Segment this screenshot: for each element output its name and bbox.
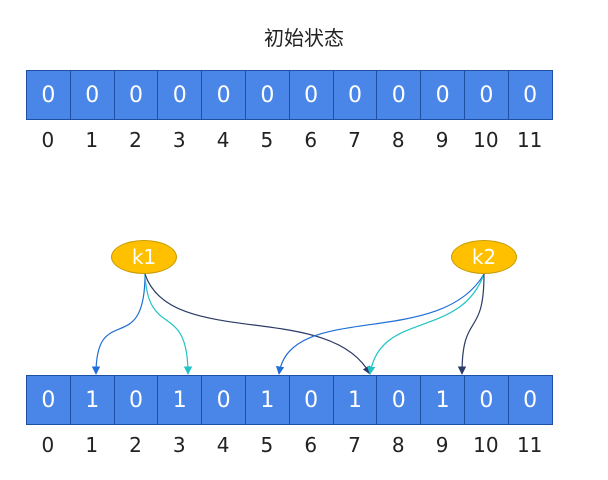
final-index-label: 4 (216, 433, 230, 457)
initial-index-label: 7 (348, 128, 361, 152)
final-bit-cell: 1 (420, 375, 465, 425)
k1-arrow-to-7 (144, 273, 371, 375)
final-bit-cell: 0 (507, 375, 553, 425)
initial-index-label: 4 (216, 128, 230, 152)
final-index-label: 11 (516, 433, 543, 457)
final-bit-cell: 0 (376, 375, 422, 425)
initial-bit-cell: 0 (420, 70, 465, 120)
final-bit-cell: 1 (244, 375, 290, 425)
k2-arrow-to-9 (457, 273, 485, 375)
initial-index-label: 1 (85, 128, 99, 152)
final-index-label: 10 (473, 433, 499, 457)
initial-index-row: 0 1 2 3 4 5 6 7 8 9 10 11 (26, 128, 552, 152)
hash-key-k1: k1 (111, 240, 177, 274)
final-index-label: 1 (85, 433, 99, 457)
hash-key-k2: k2 (451, 240, 517, 274)
initial-bit-cell: 0 (463, 70, 509, 120)
final-index-row: 0 1 2 3 4 5 6 7 8 9 10 11 (26, 433, 552, 457)
initial-index-label: 11 (516, 128, 543, 152)
initial-index-label: 2 (129, 128, 142, 152)
diagram-title: 初始状态 (264, 26, 344, 50)
initial-bit-cell: 0 (26, 70, 71, 120)
initial-bit-cell: 0 (332, 70, 378, 120)
initial-bit-cell: 0 (376, 70, 422, 120)
final-index-label: 9 (435, 433, 449, 457)
initial-index-label: 0 (41, 128, 55, 152)
final-bit-cell: 0 (26, 375, 71, 425)
initial-index-label: 9 (435, 128, 449, 152)
final-bit-cell: 0 (201, 375, 246, 425)
k1-arrow-to-1 (91, 273, 146, 375)
final-index-label: 2 (129, 433, 142, 457)
final-bit-array: 0 1 0 1 0 1 0 1 0 1 0 0 (26, 375, 553, 425)
final-index-label: 5 (260, 433, 274, 457)
initial-bit-cell: 0 (113, 70, 159, 120)
initial-bit-array: 0 0 0 0 0 0 0 0 0 0 0 0 (26, 70, 553, 120)
final-bit-cell: 0 (288, 375, 334, 425)
final-bit-cell: 1 (157, 375, 203, 425)
initial-index-label: 3 (172, 128, 186, 152)
final-index-label: 3 (172, 433, 186, 457)
final-bit-cell: 1 (332, 375, 378, 425)
k2-arrow-to-7 (367, 273, 485, 375)
final-index-label: 8 (391, 433, 405, 457)
final-index-label: 7 (348, 433, 361, 457)
final-bit-cell: 0 (463, 375, 509, 425)
initial-index-label: 8 (391, 128, 405, 152)
initial-index-label: 6 (304, 128, 318, 152)
initial-bit-cell: 0 (288, 70, 334, 120)
k1-arrow-to-3 (144, 273, 193, 375)
final-index-label: 0 (41, 433, 55, 457)
initial-index-label: 10 (473, 128, 499, 152)
k2-arrow-to-5 (275, 273, 485, 375)
initial-index-label: 5 (260, 128, 274, 152)
final-bit-cell: 1 (69, 375, 115, 425)
final-bit-cell: 0 (113, 375, 159, 425)
final-index-label: 6 (304, 433, 318, 457)
initial-bit-cell: 0 (507, 70, 553, 120)
